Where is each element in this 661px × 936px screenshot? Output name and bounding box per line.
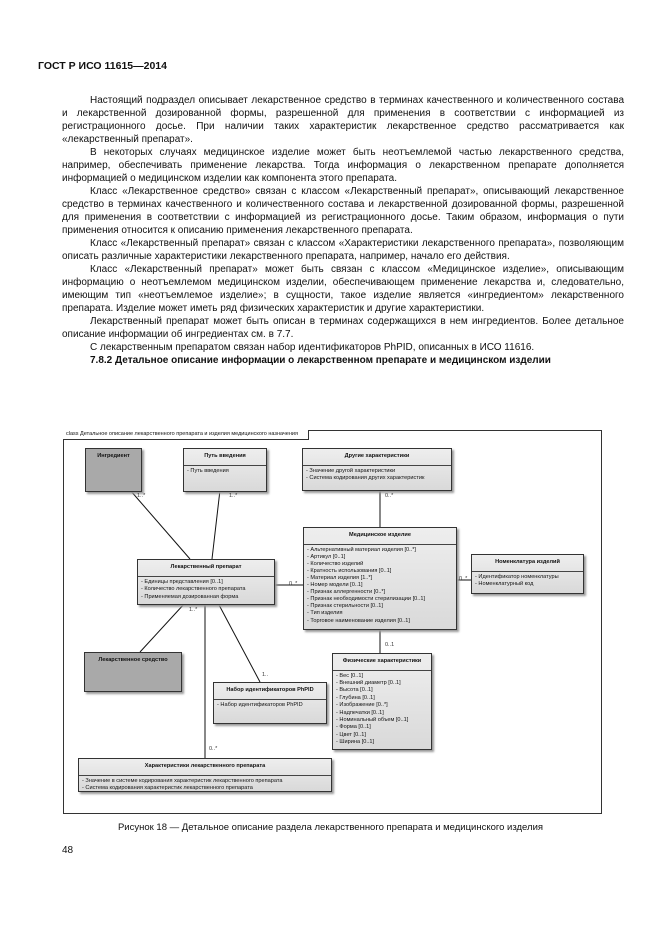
- connector-phpid: [217, 602, 261, 683]
- class-attribute: Путь введения: [187, 468, 263, 476]
- paragraph: Класс «Лекарственный препарат» может быт…: [62, 264, 624, 314]
- connector-route: [211, 489, 221, 560]
- class-title: Физические характеристики: [333, 654, 431, 671]
- paragraph: Настоящий подраздел описывает лекарствен…: [62, 95, 624, 145]
- class-attribute: Количество изделий: [307, 561, 453, 568]
- class-attribute: Номенклатурный код: [475, 581, 580, 589]
- class-attribute: Альтернативный материал изделия [0..*]: [307, 547, 453, 554]
- class-attribute: Система кодирования других характеристик: [306, 475, 448, 483]
- paragraph: В некоторых случаях медицинское изделие …: [62, 147, 624, 184]
- class-title: Другие характеристики: [303, 449, 451, 466]
- multiplicity-label: 0..*: [289, 581, 298, 587]
- class-ingredient: Ингредиент: [85, 448, 142, 492]
- class-attribute: Признак стерильности [0..1]: [307, 603, 453, 610]
- class-attribute: Значение в системе кодирования характери…: [82, 778, 328, 786]
- class-title: Лекарственный препарат: [138, 560, 274, 577]
- class-attribute: Применяемая дозированная форма: [141, 594, 271, 602]
- class-attribute: Цвет [0..1]: [336, 732, 428, 739]
- class-title: Путь введения: [184, 449, 266, 466]
- class-attribute: Кратность использования [0..1]: [307, 568, 453, 575]
- class-attribute: Артикул [0..1]: [307, 554, 453, 561]
- connector-substance: [139, 602, 186, 653]
- multiplicity-label: 1..*: [229, 493, 238, 499]
- class-attribute: Количество лекарственного препарата: [141, 586, 271, 594]
- connector-ingredient: [129, 489, 191, 560]
- class-medicinal-product: Лекарственный препаратЕдиницы представле…: [137, 559, 275, 605]
- class-attribute: Изображение [0..*]: [336, 702, 428, 709]
- paragraph: Лекарственный препарат может быть описан…: [62, 316, 624, 340]
- class-attribute: Значение другой характеристики: [306, 468, 448, 476]
- class-attribute: Признак аллергенности [0..*]: [307, 589, 453, 596]
- class-attribute: Торговое наименование изделия [0..1]: [307, 618, 453, 625]
- body-text: Настоящий подраздел описывает лекарствен…: [62, 94, 624, 367]
- page-number: 48: [62, 845, 74, 856]
- multiplicity-label: 0..*: [209, 746, 218, 752]
- multiplicity-label: 1..*: [189, 607, 198, 613]
- class-product-characteristics: Характеристики лекарственного препаратаЗ…: [78, 758, 332, 792]
- class-attribute: Материал изделия [1..*]: [307, 575, 453, 582]
- class-attribute: Признак необходимости стерилизации [0..1…: [307, 596, 453, 603]
- class-other-characteristics: Другие характеристикиЗначение другой хар…: [302, 448, 452, 491]
- class-attribute: Глубина [0..1]: [336, 695, 428, 702]
- class-title: Характеристики лекарственного препарата: [79, 759, 331, 776]
- class-attribute: Тип изделия: [307, 610, 453, 617]
- diagram-frame: [63, 430, 602, 814]
- class-title: Медицинское изделие: [304, 528, 456, 545]
- multiplicity-label: 0..*: [385, 493, 394, 499]
- class-attribute: Система кодирования характеристик лекарс…: [82, 785, 328, 793]
- class-nomenclature: Номенклатура изделийИдентификатор номенк…: [471, 554, 584, 594]
- class-medicinal-substance: Лекарственное средство: [84, 652, 182, 692]
- multiplicity-label: 1..: [262, 672, 269, 678]
- class-attribute: Высота [0..1]: [336, 687, 428, 694]
- paragraph: С лекарственным препаратом связан набор …: [90, 342, 535, 353]
- paragraph: Класс «Лекарственный препарат» связан с …: [62, 238, 624, 262]
- class-title: Лекарственное средство: [98, 657, 168, 663]
- paragraph: Класс «Лекарственное средство» связан с …: [62, 186, 624, 236]
- class-attribute: Ширина [0..1]: [336, 739, 428, 746]
- class-physical-characteristics: Физические характеристики Вес [0..1] Вне…: [332, 653, 432, 750]
- class-attribute: Форма [0..1]: [336, 724, 428, 731]
- class-title: Набор идентификаторов PhPID: [214, 683, 326, 700]
- class-attribute: Номер модели [0..1]: [307, 582, 453, 589]
- multiplicity-label: 0..1: [385, 642, 395, 648]
- multiplicity-label: 1..*: [137, 493, 146, 499]
- class-attribute: Вес [0..1]: [336, 673, 428, 680]
- figure-caption: Рисунок 18 — Детальное описание раздела …: [117, 822, 544, 833]
- class-title: Номенклатура изделий: [472, 555, 583, 572]
- document-header: ГОСТ Р ИСО 11615—2014: [38, 60, 167, 72]
- section-heading: 7.8.2 Детальное описание информации о ле…: [90, 355, 551, 366]
- class-attribute: Идентификатор номенклатуры: [475, 574, 580, 582]
- multiplicity-label: 0..*: [459, 576, 468, 582]
- diagram-frame-label: class Детальное описание лекарственного …: [63, 430, 309, 440]
- class-title: Ингредиент: [97, 453, 130, 459]
- class-attribute: Единицы представления [0..1]: [141, 579, 271, 587]
- class-attribute: Набор идентификаторов PhPID: [217, 702, 323, 710]
- class-attribute: Номинальный объем [0..1]: [336, 717, 428, 724]
- class-attribute: Внешний диаметр [0..1]: [336, 680, 428, 687]
- class-phpid: Набор идентификаторов PhPID Набор идентиф…: [213, 682, 327, 724]
- class-attribute: Надпечатки [0..1]: [336, 710, 428, 717]
- class-medical-device: Медицинское изделие Альтернативный матер…: [303, 527, 457, 630]
- class-route: Путь введенияПуть введения: [183, 448, 267, 492]
